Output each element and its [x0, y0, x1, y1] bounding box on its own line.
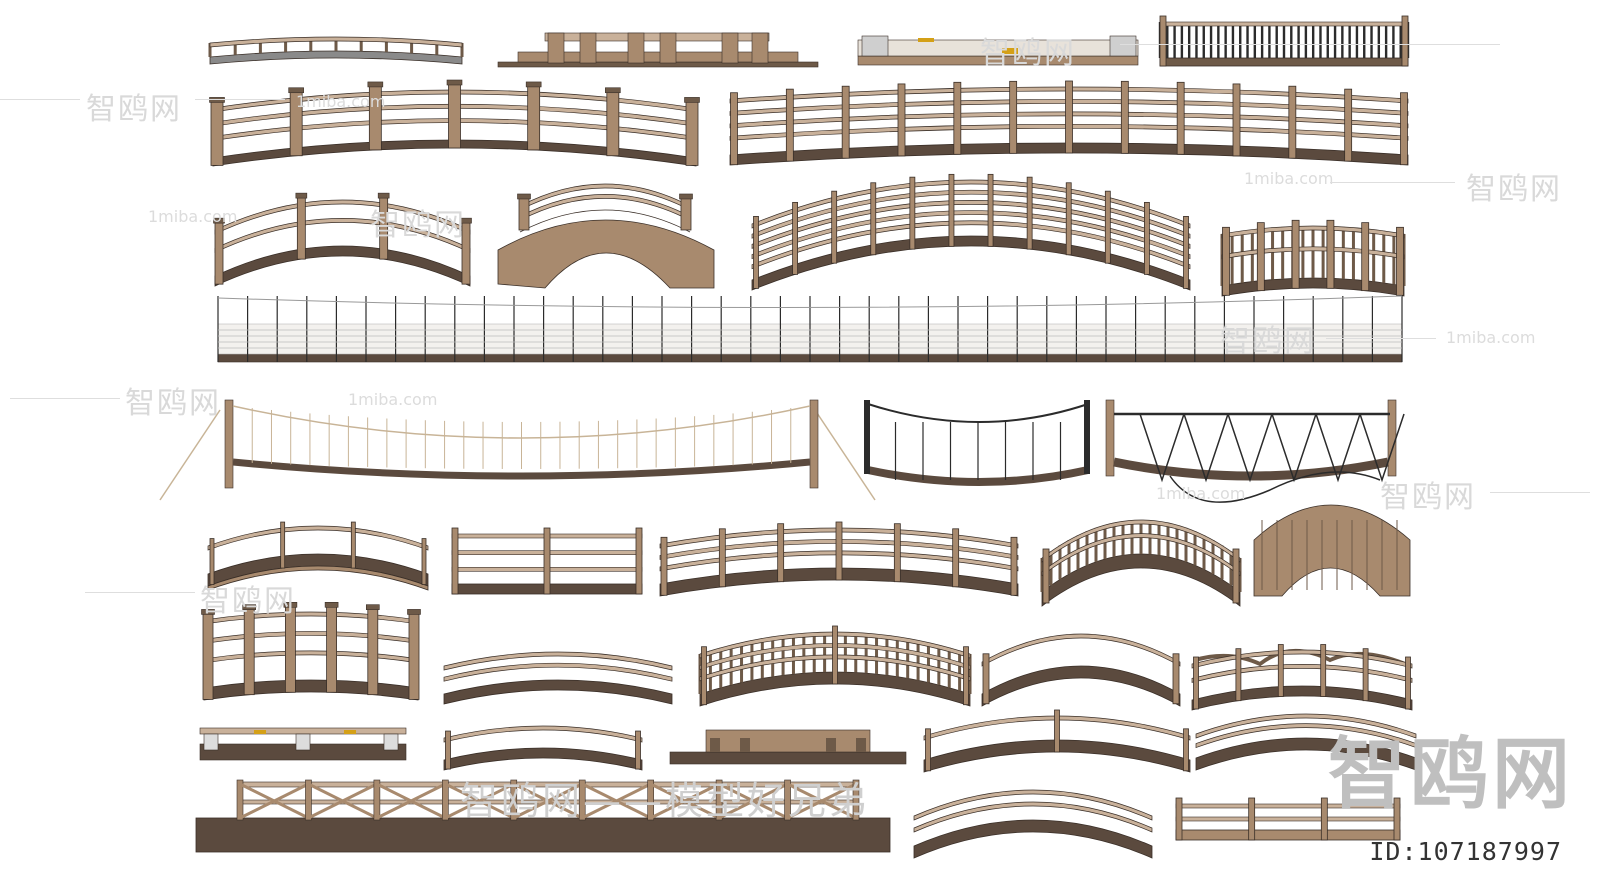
bridge-rustic-deck — [1191, 644, 1413, 711]
bridge-long-rail-deck — [729, 80, 1409, 166]
bridge-flat-lamp-boardwalk — [199, 727, 407, 761]
bridge-flat-lamps — [857, 35, 1139, 66]
watermark-rule — [10, 398, 120, 399]
watermark-brand: 智鸥网 — [370, 208, 466, 243]
bridge-arch-tall-posts — [201, 601, 421, 701]
bridge-arch-balusters — [1220, 219, 1406, 297]
watermark-site: 1miba.com — [1156, 484, 1246, 503]
bridge-long-low-arch — [659, 521, 1019, 597]
bridge-long-truss-deck — [195, 779, 891, 853]
watermark-brand: 智鸥网 — [125, 386, 221, 421]
watermark-rule — [1326, 338, 1436, 339]
watermark-brand: 智鸥网 — [1466, 172, 1562, 207]
watermark-brand: 智鸥网 — [1380, 480, 1476, 515]
watermark-rule — [1120, 44, 1500, 45]
bridge-flat-bench-rail — [1175, 797, 1401, 841]
bridge-long-arch-posts — [209, 79, 700, 167]
model-id-label: ID:107187997 — [1369, 837, 1562, 866]
watermark-site: 1miba.com — [1244, 169, 1334, 188]
bridge-stone-arch — [497, 219, 715, 289]
watermark-rule — [195, 99, 285, 100]
watermark-rule — [0, 99, 80, 100]
watermark-site: 1miba.com — [348, 390, 438, 409]
bridge-flat-stepped-wall — [669, 729, 907, 765]
bridge-low-black-rail — [443, 651, 673, 705]
bridge-low-black-deck — [1195, 713, 1417, 771]
bridge-arch-fine-balusters — [698, 625, 972, 707]
watermark-site: 1miba.com — [296, 92, 386, 111]
watermark-brand-large: 智鸥网 — [1328, 730, 1575, 820]
bridge-wide-slat-arch — [751, 173, 1191, 291]
bridge-low-curve-rail-2 — [443, 725, 643, 771]
bridge-stone-arch-rail — [517, 183, 693, 233]
bridge-flat-block-rail — [497, 32, 819, 68]
bridge-low-single-rail — [923, 709, 1191, 773]
watermark-brand: 智鸥网 — [200, 584, 296, 619]
bridge-japanese-arch — [213, 192, 472, 287]
watermark-brand: 智鸥网 — [86, 92, 182, 127]
bridge-arch-single-rail — [981, 633, 1181, 707]
watermark-brand: 智鸥网 — [1220, 324, 1316, 359]
watermark-site: 1miba.com — [1446, 328, 1536, 347]
bridge-round-arch-box — [1253, 504, 1411, 597]
bridge-curve-metal-rail — [207, 521, 429, 591]
watermark-rule — [1330, 182, 1455, 183]
bridge-long-boardwalk-cable — [217, 295, 1403, 363]
watermark-brand: 智鸥网 — [980, 36, 1076, 71]
watermark-slogan: 智鸥网——模型好兄弟 — [460, 779, 871, 823]
bridge-net-suspension — [864, 400, 1090, 486]
bridge-flat-balustrade — [1158, 15, 1410, 67]
watermark-rule — [1490, 492, 1590, 493]
bridge-flat-post-rail — [451, 527, 643, 595]
watermark-site: 1miba.com — [148, 207, 238, 226]
bridge-arch-slat-side — [1040, 519, 1242, 607]
bridge-rope-suspension — [159, 399, 876, 501]
bridge-low-arch-final — [913, 789, 1153, 859]
bridge-vshape-suspension — [1105, 399, 1405, 503]
bridge-curved-simple — [208, 36, 464, 65]
watermark-rule — [85, 592, 195, 593]
